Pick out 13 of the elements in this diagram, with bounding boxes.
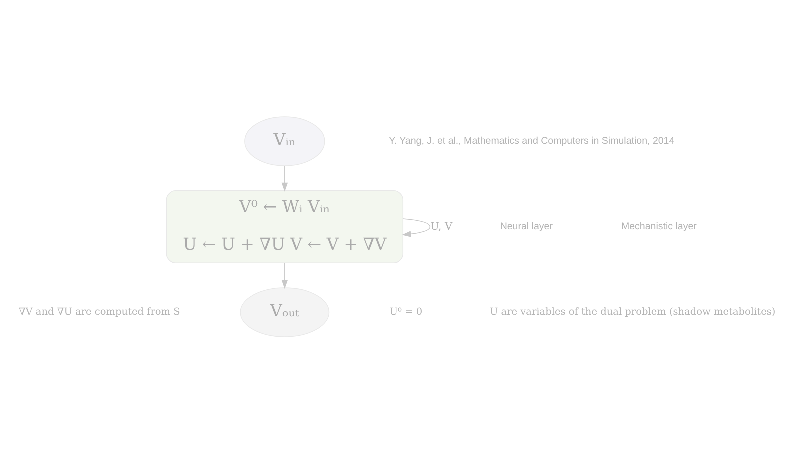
arrow xyxy=(282,262,288,289)
node-ellipse: Vᵢₙ xyxy=(244,116,326,166)
arrow xyxy=(402,218,431,237)
label: ∇V and ∇U are computed from S xyxy=(18,306,180,318)
label: Neural layer xyxy=(500,221,553,232)
arrow xyxy=(282,165,288,192)
label: Y. Yang, J. et al., Mathematics and Computers in Simulation, 2014 xyxy=(389,136,675,147)
node-ellipse: Vₒᵤₜ xyxy=(240,287,330,337)
node-box: V⁰ ← Wᵢ Vᵢₙ U ← U + ∇U V ← V + ∇V xyxy=(166,190,404,264)
edge-label: U, V xyxy=(430,220,453,232)
label: Mechanistic layer xyxy=(621,221,697,232)
label: U are variables of the dual problem (shadow metabolites) xyxy=(490,306,776,318)
label: U⁰ = 0 xyxy=(390,306,423,318)
